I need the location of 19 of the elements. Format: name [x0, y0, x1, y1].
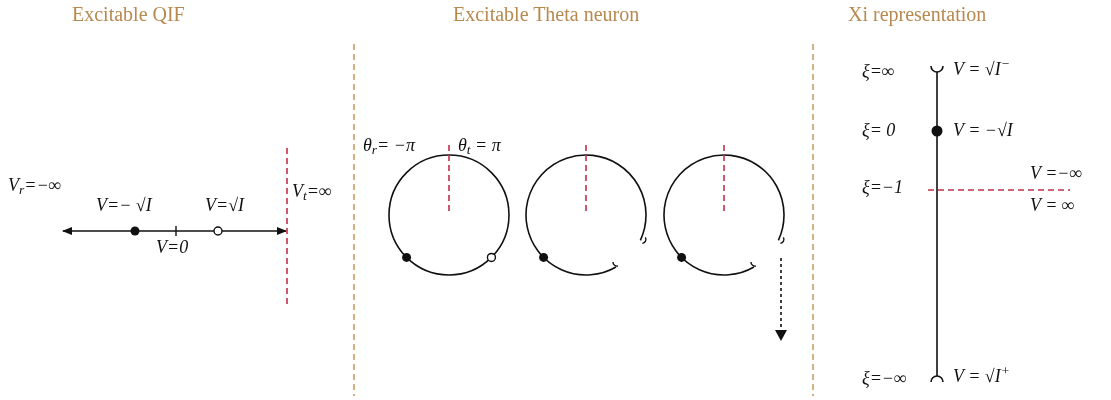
math-label: V=√I	[205, 194, 244, 217]
panel-title: Excitable QIF	[72, 2, 185, 27]
math-label: V=− √I	[96, 194, 152, 217]
panel-title: Excitable Theta neuron	[453, 2, 640, 27]
math-label: V = √I$^{−}$	[953, 58, 1010, 81]
math-label: V = −√I	[953, 119, 1013, 142]
math-label: θ$_{r}$= −π	[363, 134, 415, 157]
math-label: V = √I$^{+}$	[953, 365, 1010, 388]
math-label: V=0	[156, 236, 189, 259]
math-label: V$_{r}$=−∞	[8, 174, 62, 197]
math-label: θ$_{t}$ = π	[458, 134, 501, 157]
math-label: ξ=−∞	[862, 367, 907, 390]
math-label: ξ=∞	[862, 60, 895, 83]
math-label: ξ= 0	[862, 119, 896, 142]
panel-title: Xi representation	[848, 2, 987, 27]
math-label: V$_{t}$=∞	[292, 180, 332, 203]
math-label: ξ=−1	[862, 176, 903, 199]
math-label: V = ∞	[1030, 194, 1075, 217]
math-label: V =−∞	[1030, 162, 1083, 185]
